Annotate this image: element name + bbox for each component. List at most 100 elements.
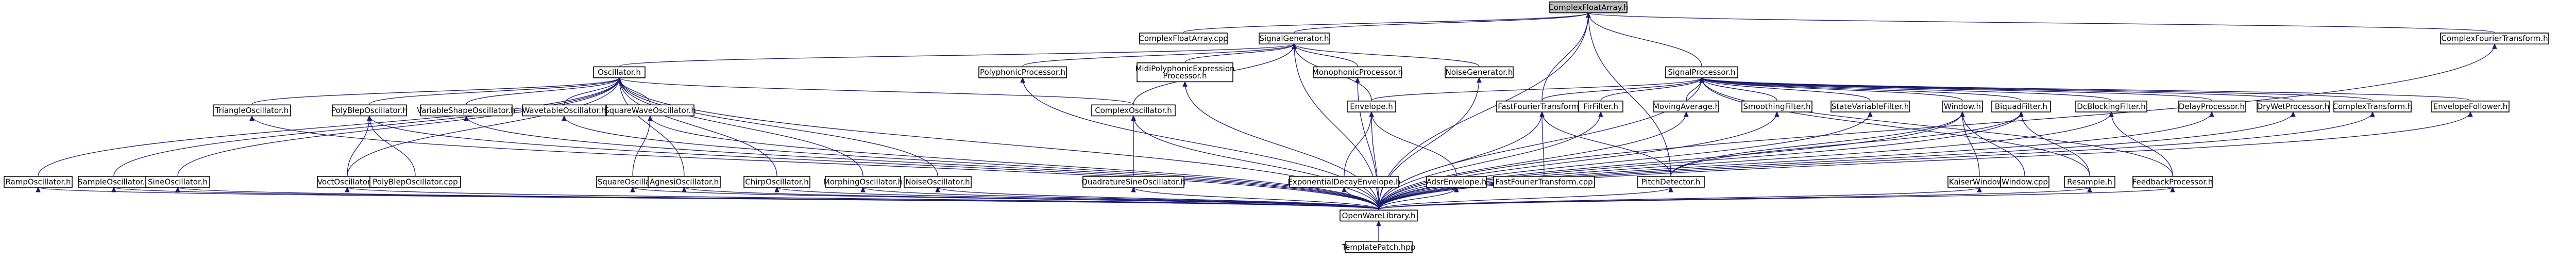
node-box xyxy=(1741,100,1812,112)
node-signalgenerator-h[interactable]: SignalGenerator.h xyxy=(1259,33,1330,45)
edge-line xyxy=(1378,111,1601,210)
node-openwarelibrary-h[interactable]: OpenWareLibrary.h xyxy=(1340,209,1418,222)
node-ramposcillator-h[interactable]: RampOscillator.h xyxy=(4,175,73,188)
edge-line xyxy=(1378,187,2173,210)
node-envelope-h[interactable]: Envelope.h xyxy=(1347,100,1396,112)
node-label: Envelope.h xyxy=(1350,102,1393,111)
node-label: SquareWaveOscillator.h xyxy=(604,106,696,115)
node-label: ComplexFourierTransform.h xyxy=(2441,34,2548,43)
node-drywetprocessor-h[interactable]: DryWetProcessor.h xyxy=(2257,100,2330,112)
node-exponentialdecayenvelope-h[interactable]: ExponentialDecayEnvelope.h xyxy=(1287,175,1401,188)
node-fastfouriertransform-h[interactable]: FastFourierTransform.h xyxy=(1496,100,1588,112)
graph-edges xyxy=(36,12,2497,241)
node-biquadfilter-h[interactable]: BiquadFilter.h xyxy=(1991,100,2051,112)
edge-line xyxy=(251,116,1379,210)
edge-fir-to-owl xyxy=(1378,111,1603,210)
node-adsrenvelope-h[interactable]: AdsrEnvelope.h xyxy=(1426,175,1487,188)
node-box xyxy=(1345,241,1413,253)
node-window-h[interactable]: Window.h xyxy=(1942,100,1983,112)
node-polybleposcillator-h[interactable]: PolyBlepOscillator.h xyxy=(331,104,408,117)
node-feedbackprocessor-h[interactable]: FeedbackProcessor.h xyxy=(2132,175,2213,188)
edge-line xyxy=(619,77,1134,105)
edge-line xyxy=(1378,187,2090,210)
node-voctoscillator-h[interactable]: VoctOscillator.h xyxy=(317,175,378,188)
node-box xyxy=(1091,104,1176,117)
node-squarewaveoscillator-h[interactable]: SquareWaveOscillator.h xyxy=(604,104,696,117)
node-wavetableoscillator-h[interactable]: WavetableOscillator.h xyxy=(522,104,606,117)
node-polybleposcillator-cpp[interactable]: PolyBlepOscillator.cpp xyxy=(369,175,461,188)
node-complexfouriertransform-h[interactable]: ComplexFourierTransform.h xyxy=(2440,33,2549,45)
node-complextransform-h[interactable]: ComplexTransform.h xyxy=(2333,100,2413,112)
node-label: ComplexFloatArray.h xyxy=(1548,3,1628,12)
node-templatepatch-hpp[interactable]: TemplatePatch.hpp xyxy=(1342,241,1416,253)
edge-line xyxy=(1378,111,1777,210)
node-delayprocessor-h[interactable]: DelayProcessor.h xyxy=(2178,100,2246,112)
edge-arrowhead xyxy=(2291,111,2296,117)
node-complexfloatarray-cpp[interactable]: ComplexFloatArray.cpp xyxy=(1139,33,1228,45)
node-resample-h[interactable]: Resample.h xyxy=(2064,175,2115,188)
edge-arrowhead xyxy=(111,186,116,192)
edge-arrowhead xyxy=(1454,186,1459,192)
edge-expenv-to-owl xyxy=(1342,186,1379,210)
node-firfilter-h[interactable]: FirFilter.h xyxy=(1578,100,1623,112)
node-agnesioscillator-h[interactable]: AgnesiOscillator.h xyxy=(648,175,721,188)
node-noisegenerator-h[interactable]: NoiseGenerator.h xyxy=(1445,66,1514,78)
edge-osc-to-chirp xyxy=(617,77,777,176)
node-oscillator-h[interactable]: Oscillator.h xyxy=(593,66,646,78)
node-monophonicprocessor-h[interactable]: MonophonicProcessor.h xyxy=(1312,66,1403,78)
node-label: EnvelopeFollower.h xyxy=(2433,102,2508,111)
edge-line xyxy=(564,116,1379,210)
node-window-cpp[interactable]: Window.cpp xyxy=(2000,175,2049,188)
edge-cfa-to-sp xyxy=(1586,12,1702,67)
edge-arrowhead xyxy=(648,115,653,121)
node-noiseoscillator-h[interactable]: NoiseOscillator.h xyxy=(904,175,972,188)
edge-line xyxy=(177,77,620,176)
node-pitchdetector-h[interactable]: PitchDetector.h xyxy=(1637,175,1705,188)
edge-line xyxy=(1378,111,2112,210)
node-smoothingfilter-h[interactable]: SmoothingFilter.h xyxy=(1741,100,1812,112)
node-kaiserwindow-h[interactable]: KaiserWindow.h xyxy=(1947,175,2011,188)
node-variableshapeoscillator-h[interactable]: VariableShapeOscillator.h xyxy=(417,104,516,117)
node-box xyxy=(743,175,810,188)
node-complexoscillator-h[interactable]: ComplexOscillator.h xyxy=(1091,104,1176,117)
node-sampleoscillator-h[interactable]: SampleOscillator.h xyxy=(78,175,150,188)
edge-sf-to-owl xyxy=(1378,111,1780,210)
node-fastfouriertransform-cpp[interactable]: FastFourierTransform.cpp xyxy=(1493,175,1595,188)
node-polyphonicprocessor-h[interactable]: PolyphonicProcessor.h xyxy=(978,66,1067,78)
edge-osc-to-polyblep xyxy=(369,77,622,105)
node-statevariablefilter-h[interactable]: StateVariableFilter.h xyxy=(1831,100,1910,112)
node-triangleoscillator-h[interactable]: TriangleOscillator.h xyxy=(213,104,291,117)
node-box xyxy=(369,175,461,188)
node-movingaverage-h[interactable]: MovingAverage.h xyxy=(1653,100,1720,112)
edge-delay-to-owl xyxy=(1378,111,2214,210)
edge-arrowhead xyxy=(1586,12,1591,18)
edge-complexosc-to-quad xyxy=(1131,115,1136,176)
node-box xyxy=(1578,100,1623,112)
edge-wto-to-owl xyxy=(562,115,1379,210)
edge-arrowhead xyxy=(1868,111,1873,117)
edge-line xyxy=(1701,77,2090,176)
node-dcblockingfilter-h[interactable]: DcBlockingFilter.h xyxy=(2075,100,2147,112)
node-morphingoscillator-h[interactable]: MorphingOscillator.h xyxy=(823,175,903,188)
node-sineoscillator-h[interactable]: SineOscillator.h xyxy=(145,175,210,188)
edge-line xyxy=(619,77,685,176)
node-chirposcillator-h[interactable]: ChirpOscillator.h xyxy=(743,175,810,188)
edge-line xyxy=(1541,12,1589,101)
node-envelopefollower-h[interactable]: EnvelopeFollower.h xyxy=(2431,100,2510,112)
node-quadraturesineoscillator-h[interactable]: QuadratureSineOscillator.h xyxy=(1081,175,1185,188)
node-signalprocessor-h[interactable]: SignalProcessor.h xyxy=(1665,66,1738,78)
edge-line xyxy=(1294,44,1358,67)
edge-arrowhead xyxy=(1684,111,1689,117)
node-label: PolyphonicProcessor.h xyxy=(980,68,1065,77)
node-label: FirFilter.h xyxy=(1583,102,1618,111)
edge-line xyxy=(650,116,1379,210)
edge-arrowhead xyxy=(1131,186,1136,192)
edge-arrowhead xyxy=(2109,111,2114,117)
edge-line xyxy=(564,77,620,105)
node-label: MorphingOscillator.h xyxy=(823,177,903,186)
node-box xyxy=(420,104,513,117)
edge-arrowhead xyxy=(1977,186,1982,192)
edge-dcb-to-owl xyxy=(1378,111,2114,210)
